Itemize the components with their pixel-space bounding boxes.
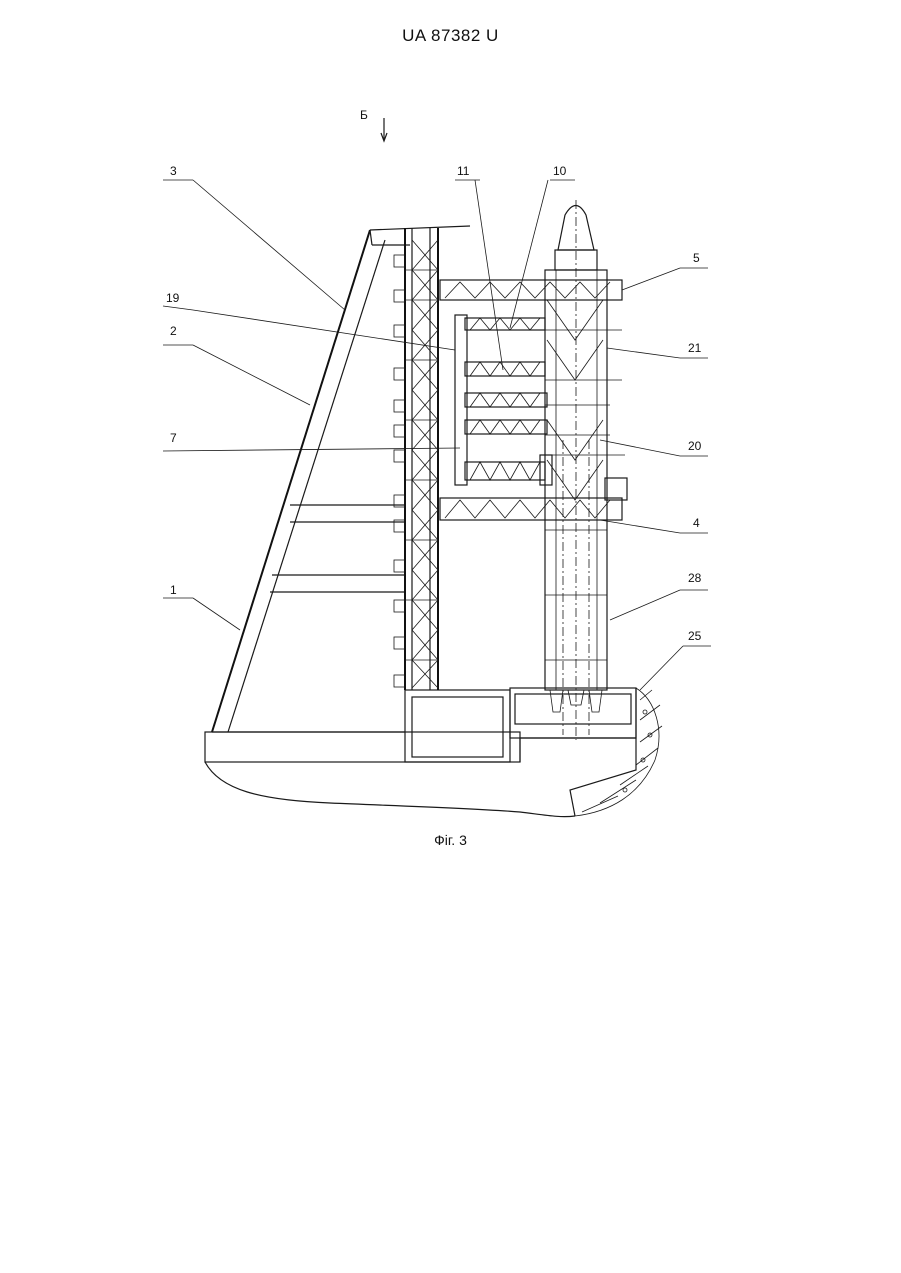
callout-7: 7 bbox=[170, 431, 177, 445]
view-arrow bbox=[381, 118, 387, 141]
hatched-rock bbox=[582, 690, 662, 812]
callout-11: 11 bbox=[457, 164, 470, 178]
view-label: Б bbox=[360, 108, 368, 122]
callout-4: 4 bbox=[693, 516, 700, 530]
callout-2: 2 bbox=[170, 324, 177, 338]
callout-3: 3 bbox=[170, 164, 177, 178]
service-tower bbox=[394, 228, 438, 690]
callout-1: 1 bbox=[170, 583, 177, 597]
callout-10: 10 bbox=[553, 164, 567, 178]
callout-21: 21 bbox=[688, 341, 702, 355]
callout-5: 5 bbox=[693, 251, 700, 265]
callout-20: 20 bbox=[688, 439, 702, 453]
launch-pad bbox=[510, 688, 636, 738]
callout-25: 25 bbox=[688, 629, 702, 643]
inclined-support bbox=[212, 226, 470, 732]
foundation bbox=[205, 688, 662, 817]
callout-28: 28 bbox=[688, 571, 702, 585]
service-platforms bbox=[440, 280, 627, 520]
callout-19: 19 bbox=[166, 291, 180, 305]
launch-vehicle bbox=[545, 200, 625, 740]
figure-caption: Фіг. 3 bbox=[0, 832, 901, 848]
